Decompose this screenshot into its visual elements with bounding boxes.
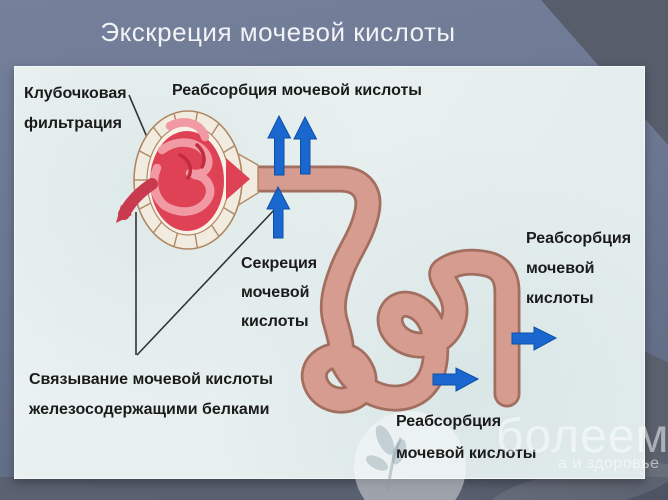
reabsorption-arrow-right-1	[432, 367, 480, 392]
leaf-icon	[366, 455, 388, 471]
pointer-line-binding-diagonal	[136, 207, 277, 356]
glomerulus-illustration	[116, 110, 259, 250]
reabsorption-arrow-right-2	[511, 326, 558, 351]
label-binding-proteins: Связывание мочевой кислоты железосодержа…	[29, 371, 273, 418]
bottom-band-decoration	[0, 477, 668, 500]
watermark-tagline: а и здоровье	[558, 455, 660, 472]
reabsorption-arrow-up-2	[293, 115, 318, 175]
secretion-arrow-up	[266, 185, 291, 239]
label-secretion: Секреция мочевой кислоты	[241, 255, 318, 330]
watermark-brand: болеем	[496, 410, 668, 463]
tubule-illustration	[238, 165, 521, 414]
leaf-icon	[391, 439, 407, 465]
watermark-logo	[354, 411, 466, 500]
tubule-body	[241, 168, 518, 411]
label-reabsorption-right: Реабсорбция мочевой кислоты	[526, 230, 632, 307]
slide-title: Экскреция мочевой кислоты	[100, 17, 456, 47]
transport-arrows	[266, 114, 558, 392]
label-reabsorption-top: Реабсорбция мочевой кислоты	[172, 82, 422, 99]
label-reabsorption-bottom: Реабсорбция мочевой кислоты	[396, 413, 537, 462]
arteriole-tip	[116, 205, 132, 223]
leaf-stem	[386, 437, 403, 493]
label-glomerular-filtration: Клубочковая фильтрация	[24, 85, 127, 132]
reabsorption-arrow-up-1	[267, 114, 292, 176]
capillary-shadows	[178, 143, 206, 180]
leaf-icon	[375, 425, 395, 455]
capsule-cell-divisions	[134, 111, 236, 249]
filtrate-tongue	[226, 158, 250, 200]
